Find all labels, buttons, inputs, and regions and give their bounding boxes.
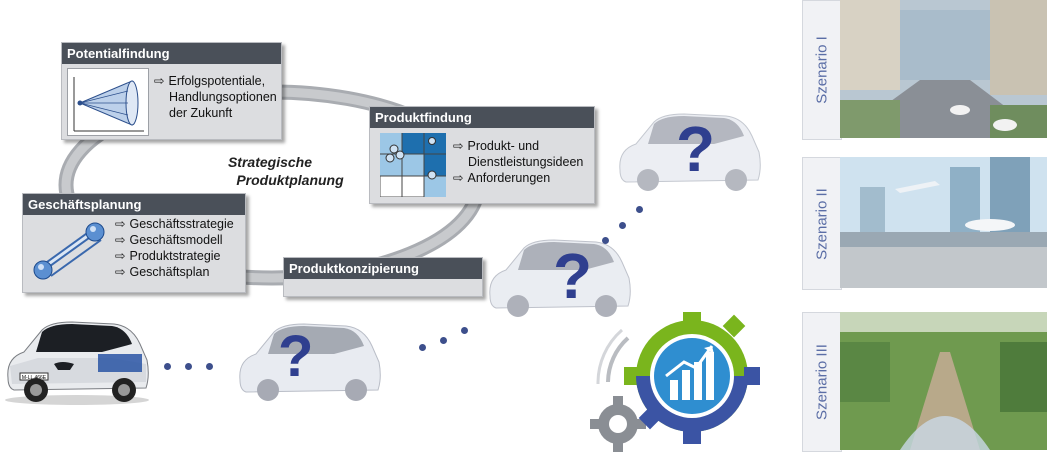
progress-dot (185, 363, 192, 370)
car-image-future-2 (489, 239, 631, 317)
scenario-label-box-1: Szenario I (802, 0, 842, 140)
scenario-3-image (840, 312, 1047, 450)
arrow-right-icon: ⇨ (115, 249, 126, 263)
cycle-center-line1: Strategische (227, 154, 313, 170)
arrow-right-icon: ⇨ (453, 139, 464, 153)
progress-dot (619, 222, 626, 229)
gear-chart-icon (590, 312, 760, 452)
panel-produktkonzipierung-title: Produktkonzipierung (284, 258, 482, 279)
panel-geschaeftsplanung-title: Geschäftsplanung (23, 194, 245, 215)
progress-dot (164, 363, 171, 370)
panel-produktfindung: Produktfindung ⇨Produkt- und Dienstleist… (369, 106, 595, 204)
scenario-label-box-3: Szenario III (802, 312, 842, 452)
scenario-1-image (840, 0, 1047, 138)
panel-produktfindung-title: Produktfindung (370, 107, 594, 128)
progress-dot (419, 344, 426, 351)
panel-potentialfindung: Potentialfindung ⇨Erfolgspotentiale, Han… (61, 42, 282, 140)
car-plate-text: M-LL 466E (22, 375, 47, 381)
geschaeftsplanung-item1: Geschäftsstrategie (129, 217, 234, 231)
panel-produktkonzipierung: Produktkonzipierung (283, 257, 483, 297)
funnel-diagram-icon (67, 68, 149, 136)
arrow-right-icon: ⇨ (453, 171, 464, 185)
car-image-current: M-LL 466E (5, 321, 149, 405)
geschaeftsplanung-item3: Produktstrategie (129, 249, 221, 263)
car-image-future-3 (619, 113, 761, 191)
scenario-1-label: Szenario I (813, 36, 831, 104)
arrow-right-icon: ⇨ (154, 74, 165, 88)
car-image-future-1 (239, 323, 381, 401)
progress-dot (636, 206, 643, 213)
question-mark-icon: ? (553, 240, 593, 312)
geschaeftsplanung-item2: Geschäftsmodell (129, 233, 223, 247)
linked-molecules-icon (29, 218, 105, 286)
arrow-right-icon: ⇨ (115, 265, 126, 279)
arrow-right-icon: ⇨ (115, 233, 126, 247)
panel-geschaeftsplanung: Geschäftsplanung ⇨Geschäftsstrategie ⇨Ge… (22, 193, 246, 293)
progress-dot (440, 337, 447, 344)
scenario-2-image (840, 157, 1047, 288)
question-mark-icon: ? (278, 324, 314, 389)
geschaeftsplanung-item4: Geschäftsplan (129, 265, 210, 279)
cycle-center-line2: Produktplanung (236, 172, 344, 188)
potentialfindung-line1: Erfolgspotentiale, (168, 74, 266, 88)
produktfindung-item1-cont: Dienstleistungsideen (468, 155, 584, 169)
produktfindung-item1: Produkt- und (467, 139, 540, 153)
question-mark-icon: ? (676, 113, 716, 185)
arrow-right-icon: ⇨ (115, 217, 126, 231)
panel-potentialfindung-title: Potentialfindung (62, 43, 281, 64)
scenario-3-label: Szenario III (813, 344, 831, 420)
progress-dot (206, 363, 213, 370)
cycle-center-title: Strategische Produktplanung (215, 153, 345, 189)
matrix-diagram-icon (379, 132, 447, 198)
scenario-label-box-2: Szenario II (802, 157, 842, 290)
scenario-2-label: Szenario II (813, 187, 831, 260)
potentialfindung-line2: Handlungsoptionen (169, 90, 277, 104)
potentialfindung-line3: der Zukunft (169, 106, 233, 120)
progress-dot (461, 327, 468, 334)
produktfindung-item2: Anforderungen (467, 171, 551, 185)
progress-dot (602, 237, 609, 244)
